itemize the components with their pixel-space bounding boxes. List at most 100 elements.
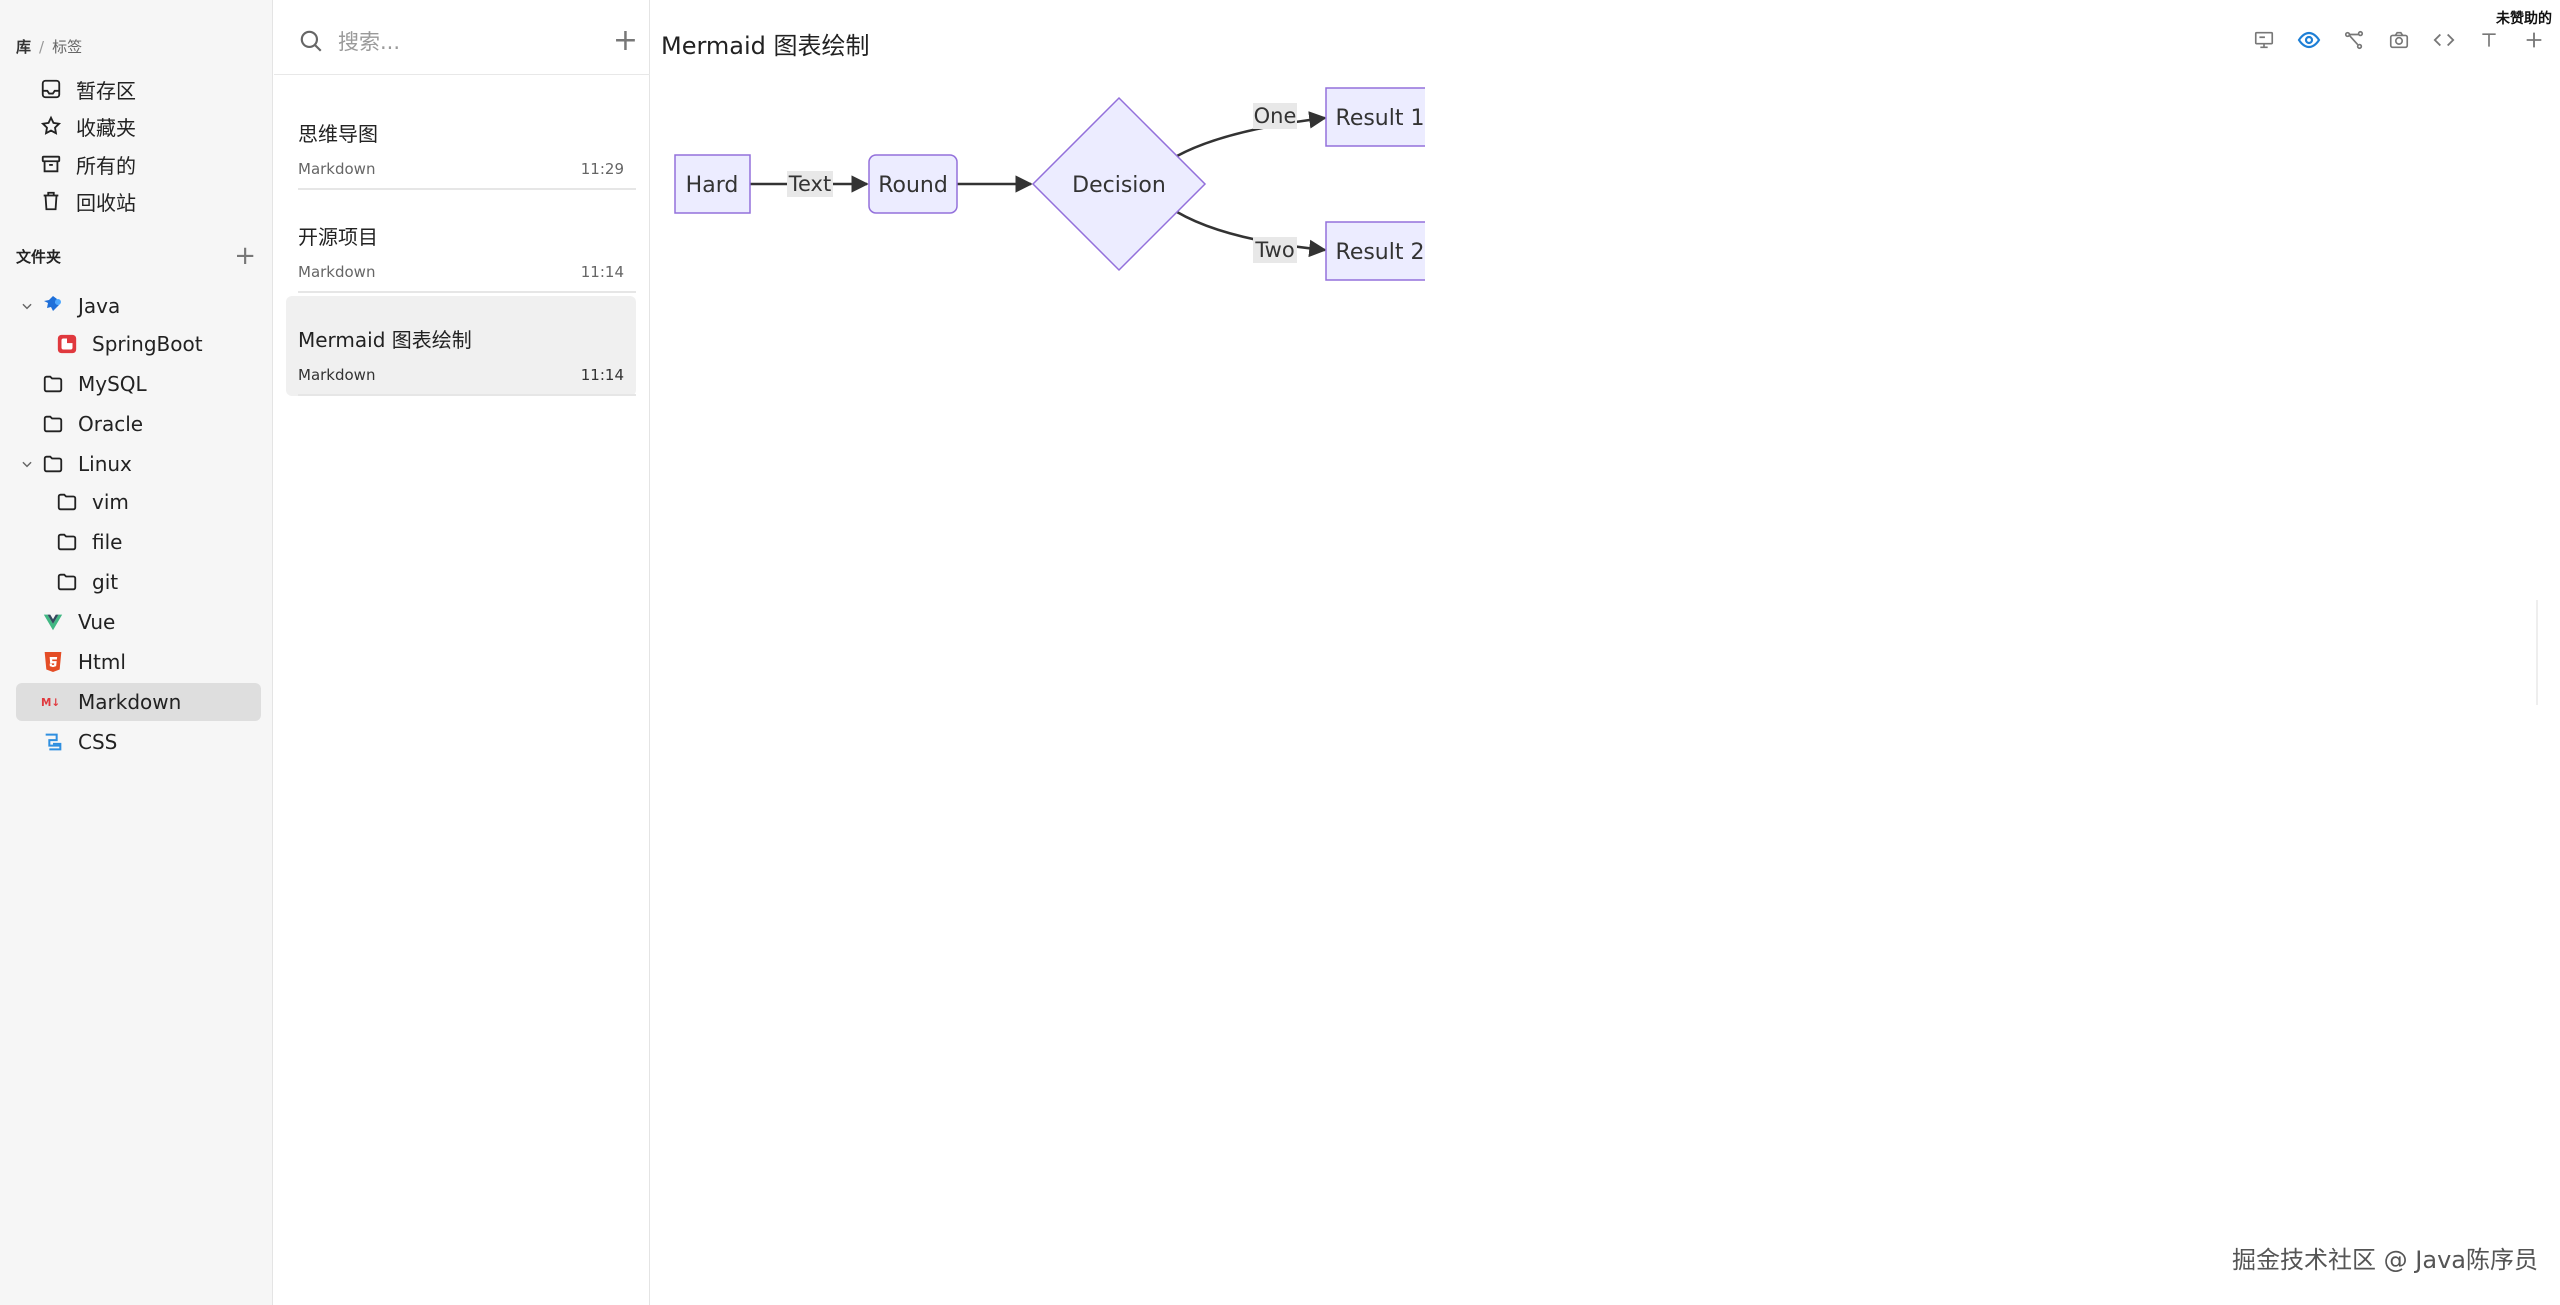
tags-label[interactable]: 标签 <box>52 38 83 56</box>
note-type: Markdown <box>298 160 376 178</box>
note-title: 思维导图 <box>298 122 378 146</box>
camera-icon[interactable] <box>2385 26 2413 54</box>
note-time: 11:14 <box>580 263 624 281</box>
tree-label: Java <box>78 294 121 318</box>
add-note-button[interactable]: + <box>612 23 638 58</box>
breadcrumb-separator: / <box>39 38 45 56</box>
nav-item-all[interactable]: 所有的 <box>38 148 136 180</box>
tree-label: git <box>92 570 119 594</box>
note-item[interactable]: 开源项目 Markdown 11:14 <box>286 193 636 293</box>
note-list-panel: + 思维导图 Markdown 11:29 开源项目 Markdown 11:1… <box>274 0 650 1305</box>
tree-item-java[interactable]: Java <box>18 287 120 325</box>
nav-item-inbox[interactable]: 暂存区 <box>38 73 136 105</box>
tree-label: Oracle <box>78 412 144 436</box>
node-round <box>868 154 958 214</box>
chevron-down-icon[interactable] <box>18 457 36 471</box>
search-icon <box>298 28 326 56</box>
tree-label: MySQL <box>78 372 147 396</box>
markdown-icon: M↓ <box>40 689 66 715</box>
folder-icon <box>54 529 80 555</box>
edge-label-bg <box>1253 103 1297 129</box>
library-label[interactable]: 库 <box>16 38 32 56</box>
tree-item-html[interactable]: Html <box>40 643 126 681</box>
mindmap-icon[interactable] <box>2340 26 2368 54</box>
tree-label: Vue <box>78 610 116 634</box>
note-type: Markdown <box>298 263 376 281</box>
node-result1-label: Result 1 <box>1336 106 1425 131</box>
add-folder-button[interactable]: + <box>234 241 256 271</box>
edge-label-one: One <box>1254 104 1297 128</box>
note-time: 11:29 <box>580 160 624 178</box>
tree-item-vim[interactable]: vim <box>54 483 129 521</box>
code-icon[interactable] <box>2430 26 2458 54</box>
nav-item-trash[interactable]: 回收站 <box>38 185 136 217</box>
tree-label: vim <box>92 490 129 514</box>
folder-icon <box>40 371 66 397</box>
preview-pane: Mermaid 图表绘制 未赞助的 <box>651 0 2560 1305</box>
note-separator <box>298 188 636 190</box>
node-round-label: Round <box>878 173 948 198</box>
scrollbar[interactable] <box>2536 600 2538 705</box>
tree-label: Markdown <box>78 690 182 714</box>
mermaid-flowchart: Text One Two Hard Round Decision Result … <box>674 87 1425 281</box>
node-result2 <box>1325 221 1425 281</box>
note-item-selected[interactable]: Mermaid 图表绘制 Markdown 11:14 <box>286 296 636 396</box>
edge-label-two: Two <box>1254 238 1294 262</box>
folder-icon <box>40 411 66 437</box>
note-separator <box>298 394 636 396</box>
inbox-icon <box>38 76 64 102</box>
tree-item-markdown[interactable]: M↓ Markdown <box>16 683 261 721</box>
edge-label-bg <box>787 171 833 197</box>
note-type: Markdown <box>298 366 376 384</box>
edge-decision-result1 <box>1176 111 1327 158</box>
tree-label: file <box>92 530 123 554</box>
tree-label: SpringBoot <box>92 332 203 356</box>
nav-label: 收藏夹 <box>76 115 136 140</box>
preview-eye-icon[interactable] <box>2295 26 2323 54</box>
nav-label: 暂存区 <box>76 78 136 103</box>
tree-item-file[interactable]: file <box>54 523 122 561</box>
plus-icon[interactable] <box>2520 26 2548 54</box>
svg-text:M↓: M↓ <box>41 697 60 709</box>
tree-label: CSS <box>78 730 118 754</box>
search-bar: + <box>298 22 638 62</box>
css-icon <box>40 729 66 755</box>
vue-icon <box>40 609 66 635</box>
watermark: 掘金技术社区 @ Java陈序员 <box>2232 1246 2538 1274</box>
folders-label: 文件夹 <box>16 247 62 266</box>
document-title[interactable]: Mermaid 图表绘制 <box>661 32 870 60</box>
archive-icon <box>38 151 64 177</box>
tree-label: Html <box>78 650 126 674</box>
folder-icon <box>54 569 80 595</box>
tree-item-springboot[interactable]: SpringBoot <box>54 325 203 363</box>
tree-item-mysql[interactable]: MySQL <box>40 365 147 403</box>
tree-item-css[interactable]: CSS <box>40 723 117 761</box>
node-result1 <box>1325 87 1425 147</box>
html5-icon <box>40 649 66 675</box>
star-icon <box>38 113 64 139</box>
sponsor-status: 未赞助的 <box>2496 11 2552 27</box>
chevron-down-icon[interactable] <box>18 299 36 313</box>
node-hard-label: Hard <box>686 173 739 198</box>
note-item[interactable]: 思维导图 Markdown 11:29 <box>286 90 636 190</box>
tree-item-oracle[interactable]: Oracle <box>40 405 143 443</box>
note-title: Mermaid 图表绘制 <box>298 328 472 352</box>
tree-item-vue[interactable]: Vue <box>40 603 115 641</box>
library-breadcrumb: 库 / 标签 <box>16 36 82 57</box>
nav-label: 所有的 <box>76 153 136 178</box>
edge-decision-result2 <box>1176 210 1327 258</box>
trash-icon <box>38 188 64 214</box>
text-icon[interactable] <box>2475 26 2503 54</box>
tree-item-git[interactable]: git <box>54 563 118 601</box>
presentation-icon[interactable] <box>2250 26 2278 54</box>
springboot-icon <box>54 331 80 357</box>
node-decision-label: Decision <box>1072 173 1166 198</box>
nav-item-favorites[interactable]: 收藏夹 <box>38 110 136 142</box>
folders-header: 文件夹 + <box>16 243 256 269</box>
folder-icon <box>54 489 80 515</box>
search-input[interactable] <box>338 30 588 54</box>
edge-label-bg <box>1253 237 1297 263</box>
divider <box>274 74 650 75</box>
tree-item-linux[interactable]: Linux <box>18 445 132 483</box>
